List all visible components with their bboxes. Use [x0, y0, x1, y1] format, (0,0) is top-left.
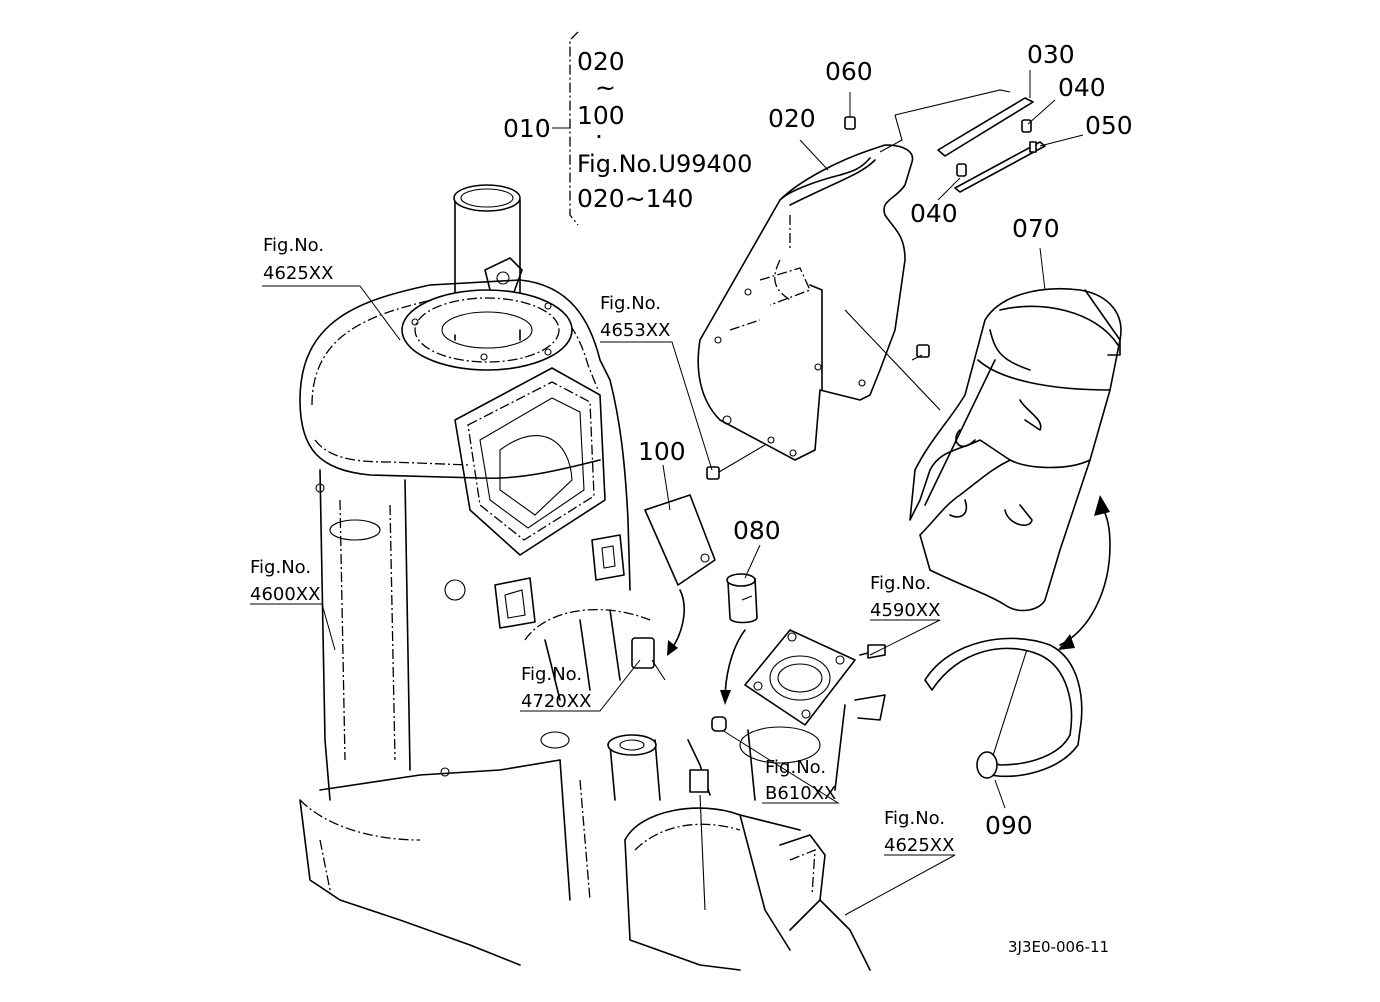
part-030-strip: [844, 89, 1046, 193]
ref-fig-4625-top-label: Fig.No.: [263, 235, 324, 256]
label-020: 020: [768, 104, 816, 133]
ref-fig-b610-label: Fig.No.: [765, 757, 826, 778]
label-040-bottom: 040: [910, 199, 958, 228]
label-030: 030: [1027, 40, 1075, 69]
arrows: [667, 495, 1111, 705]
bracket-line-6: 020∼140: [577, 184, 693, 213]
part-100-plate: [644, 494, 716, 586]
drawing-code: 3J3E0-006-11: [1008, 938, 1109, 956]
label-060: 060: [825, 57, 873, 86]
ref-fig-4600-number: 4600XX: [250, 584, 320, 605]
ref-fig-4590-number: 4590XX: [870, 600, 940, 621]
label-040-top: 040: [1058, 73, 1106, 102]
ref-fig-4653-number: 4653XX: [600, 320, 670, 341]
label-080: 080: [733, 516, 781, 545]
part-020-cover: [697, 144, 941, 461]
ref-fig-4625-bottom-number: 4625XX: [884, 835, 954, 856]
ref-fig-4720-number: 4720XX: [521, 691, 591, 712]
label-090: 090: [985, 811, 1033, 840]
bracket-line-3: 100: [577, 101, 625, 130]
ref-fig-4625-bottom-label: Fig.No.: [884, 808, 945, 829]
label-100: 100: [638, 437, 686, 466]
label-parent-010: 010: [503, 114, 551, 143]
label-070: 070: [1012, 214, 1060, 243]
bracket-line-4: ·: [595, 122, 603, 151]
ref-fig-4600-label: Fig.No.: [250, 557, 311, 578]
label-050: 050: [1085, 111, 1133, 140]
ref-fig-4590-label: Fig.No.: [870, 573, 931, 594]
ref-fig-4653-label: Fig.No.: [600, 293, 661, 314]
bracket-line-1: 020: [577, 47, 625, 76]
steering-flange: [739, 629, 886, 801]
bracket-line-2: ~: [595, 73, 616, 102]
ref-fig-b610-number: B610XX: [765, 783, 836, 804]
ref-fig-4625-top-number: 4625XX: [263, 263, 333, 284]
steering-post: [453, 184, 523, 336]
ref-fig-4720-label: Fig.No.: [521, 664, 582, 685]
fasteners: [631, 344, 930, 911]
part-070-shroud: [909, 287, 1122, 766]
part-090-clamp-band: [924, 637, 1083, 779]
dashboard-body: [299, 279, 871, 971]
leader-lines: [250, 70, 1084, 916]
bracket-line-5: Fig.No.U99400: [577, 150, 752, 178]
part-080-sleeve: [726, 573, 758, 624]
